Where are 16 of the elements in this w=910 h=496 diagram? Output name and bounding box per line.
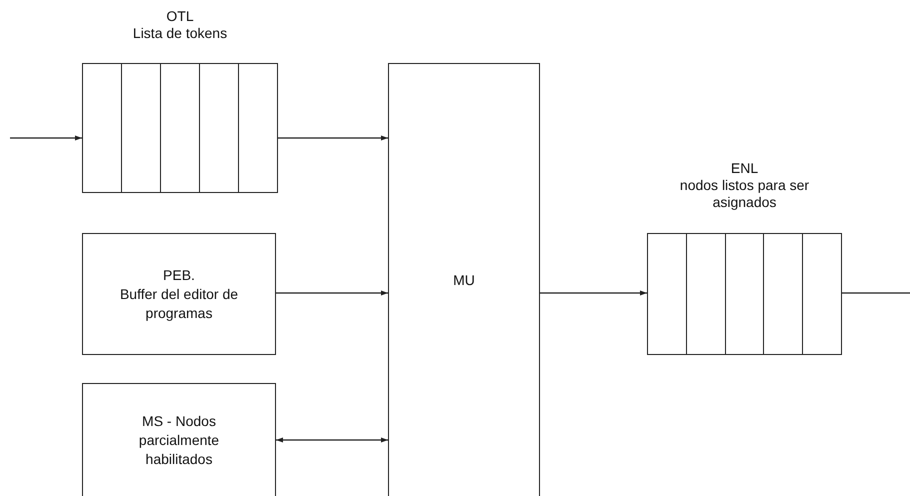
queue-label: ENL bbox=[730, 160, 760, 177]
process-box bbox=[82, 233, 276, 355]
arrow bbox=[10, 136, 82, 140]
queue-label: Lista de tokens bbox=[132, 25, 228, 42]
process-box bbox=[82, 383, 276, 496]
box-label: Buffer del editor de programas bbox=[118, 284, 240, 322]
arrow bbox=[276, 290, 388, 296]
box-label: MS - Nodos parcialmente habilitados bbox=[138, 412, 220, 468]
arrow bbox=[540, 290, 647, 296]
box-label: PEB. bbox=[163, 266, 195, 284]
box-label: MU bbox=[453, 270, 475, 290]
arrow bbox=[276, 438, 388, 442]
process-box bbox=[388, 63, 540, 496]
queue-label: nodos listos para ser asignados bbox=[678, 177, 810, 211]
queue-label: OTL bbox=[165, 8, 195, 25]
arrow bbox=[278, 136, 388, 140]
